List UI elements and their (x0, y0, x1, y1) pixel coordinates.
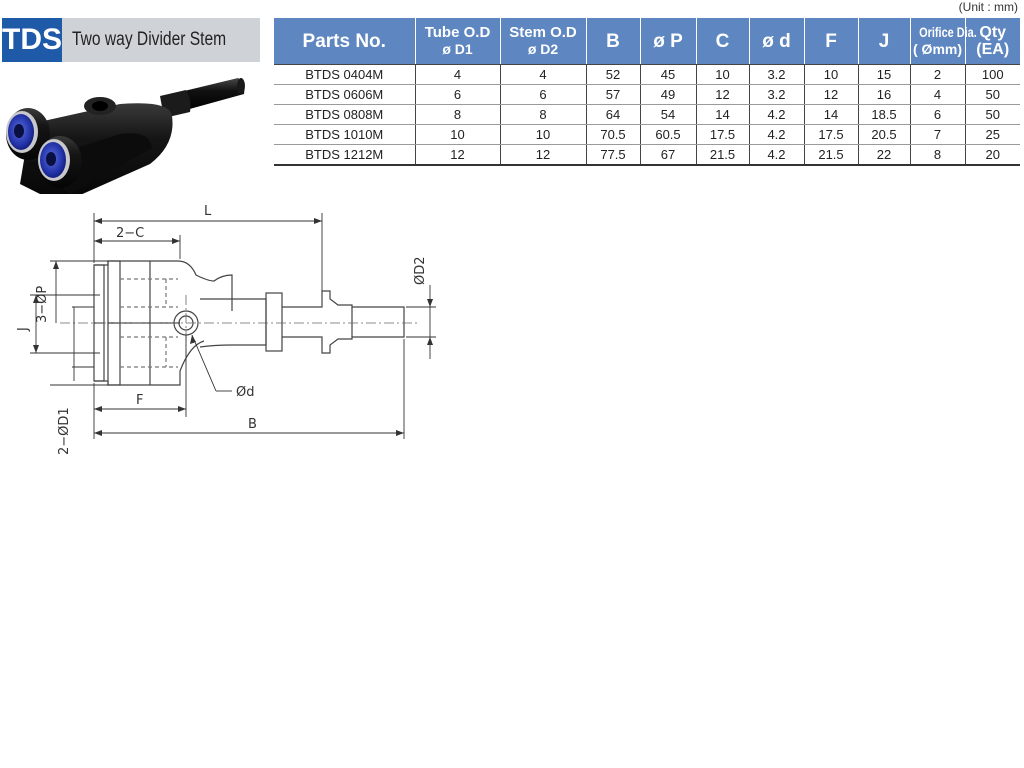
dim-label-d: Ød (236, 385, 254, 400)
table-cell: 45 (640, 64, 697, 85)
col-header-qty: Qty(EA) (965, 18, 1020, 65)
table-cell: 6 (910, 104, 966, 125)
table-cell: 12 (500, 144, 587, 166)
table-cell: 4 (910, 84, 966, 105)
table-cell: 50 (965, 104, 1020, 125)
table-cell: 25 (965, 124, 1020, 145)
table-cell: 12 (804, 84, 859, 105)
table-cell: 15 (858, 64, 911, 85)
col-header-c: C (696, 18, 750, 65)
dim-label-3p: 3−ØP (35, 286, 50, 323)
drawing-outline (93, 260, 405, 386)
dim-label-l: L (204, 204, 212, 219)
table-cell: 14 (696, 104, 750, 125)
col-header-f: F (804, 18, 859, 65)
col-header-b: B (586, 18, 641, 65)
table-row: BTDS 0404M 4 4 52 45 10 3.2 10 15 2 100 (274, 64, 1020, 85)
table-row: BTDS 1010M 10 10 70.5 60.5 17.5 4.2 17.5… (274, 124, 1020, 145)
table-cell: BTDS 0404M (274, 64, 416, 85)
table-cell: 52 (586, 64, 641, 85)
table-cell: 14 (804, 104, 859, 125)
table-cell: 64 (586, 104, 641, 125)
table-cell: 10 (500, 124, 587, 145)
dim-label-2c: 2−C (116, 226, 144, 241)
table-cell: 3.2 (749, 64, 805, 85)
table-cell: 100 (965, 64, 1020, 85)
table-cell: 4 (415, 64, 501, 85)
unit-label: (Unit : mm) (958, 0, 1018, 14)
table-cell: 3.2 (749, 84, 805, 105)
table-cell: 21.5 (804, 144, 859, 166)
table-row: BTDS 0808M 8 8 64 54 14 4.2 14 18.5 6 50 (274, 104, 1020, 125)
col-header-parts-no: Parts No. (274, 18, 416, 65)
table-cell: BTDS 1010M (274, 124, 416, 145)
table-row: BTDS 0606M 6 6 57 49 12 3.2 12 16 4 50 (274, 84, 1020, 105)
col-header-orifice: Orifice Dia.( Ømm) (910, 18, 976, 65)
table-cell: 10 (696, 64, 750, 85)
table-cell: 4.2 (749, 124, 805, 145)
table-row: BTDS 1212M 12 12 77.5 67 21.5 4.2 21.5 2… (274, 144, 1020, 166)
table-cell: 16 (858, 84, 911, 105)
table-cell: 17.5 (804, 124, 859, 145)
product-badge: TDS Two way Divider Stem (2, 18, 260, 62)
table-cell: 4 (500, 64, 587, 85)
table-cell: 20 (965, 144, 1020, 166)
table-cell: 10 (804, 64, 859, 85)
product-name-box: Two way Divider Stem (62, 18, 260, 62)
table-cell: 12 (696, 84, 750, 105)
dim-label-j: J (16, 327, 31, 332)
dim-label-d2: ØD2 (413, 256, 428, 285)
table-cell: BTDS 0606M (274, 84, 416, 105)
table-cell: 54 (640, 104, 697, 125)
dim-label-f: F (136, 393, 143, 408)
table-cell: 70.5 (586, 124, 641, 145)
table-cell: 8 (910, 144, 966, 166)
table-cell: 21.5 (696, 144, 750, 166)
table-cell: 10 (415, 124, 501, 145)
product-photo (6, 78, 245, 194)
table-cell: 18.5 (858, 104, 911, 125)
table-cell: 4.2 (749, 104, 805, 125)
table-cell: 60.5 (640, 124, 697, 145)
table-cell: 8 (415, 104, 501, 125)
col-header-p: ø P (640, 18, 697, 65)
table-cell: 12 (415, 144, 501, 166)
table-cell: 4.2 (749, 144, 805, 166)
table-cell: 67 (640, 144, 697, 166)
table-cell: 22 (858, 144, 911, 166)
table-cell: 8 (500, 104, 587, 125)
table-cell: 49 (640, 84, 697, 105)
table-cell: 7 (910, 124, 966, 145)
table-cell: BTDS 0808M (274, 104, 416, 125)
table-cell: 57 (586, 84, 641, 105)
table-cell: 6 (415, 84, 501, 105)
technical-drawing: L 2−C B F Ød 3−ØP J 2−ØD1 ØD2 (16, 204, 436, 455)
col-header-j: J (858, 18, 911, 65)
table-cell: 77.5 (586, 144, 641, 166)
table-cell: 50 (965, 84, 1020, 105)
product-code: TDS (2, 18, 62, 62)
product-name: Two way Divider Stem (72, 29, 227, 50)
table-cell: 20.5 (858, 124, 911, 145)
dim-label-b: B (248, 417, 257, 432)
table-cell: 17.5 (696, 124, 750, 145)
table-cell: BTDS 1212M (274, 144, 416, 166)
col-header-d: ø d (749, 18, 805, 65)
dim-label-2d1: 2−ØD1 (57, 407, 72, 455)
table-cell: 6 (500, 84, 587, 105)
table-cell: 2 (910, 64, 966, 85)
